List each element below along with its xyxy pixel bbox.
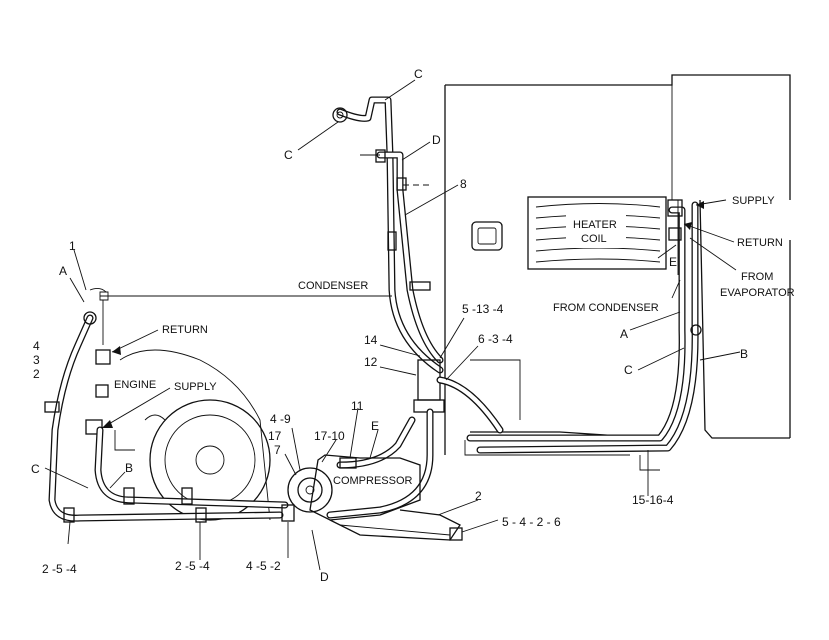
callout-17: 17 [268, 429, 282, 443]
upper-hoses [332, 96, 444, 374]
callout-5-13-4: 5 -13 -4 [462, 302, 504, 316]
callout-a-left: A [59, 264, 67, 278]
flow-arrows [102, 201, 704, 428]
callout-14: 14 [364, 333, 378, 347]
from-evaporator-label-line1: FROM [741, 271, 773, 283]
callout-3: 3 [33, 353, 40, 367]
cab-outline [444, 74, 791, 471]
callout-4-5-2: 4 -5 -2 [246, 559, 281, 573]
callout-4-9: 4 -9 [270, 412, 291, 426]
condenser-label: CONDENSER [298, 280, 368, 292]
callout-c-upper-left: C [284, 148, 293, 162]
callout-e-mid: E [371, 419, 379, 433]
arrow-supply-right-icon [696, 201, 704, 209]
callout-7: 7 [274, 443, 281, 457]
callout-6-3-4: 6 -3 -4 [478, 332, 513, 346]
compressor-assembly [287, 359, 504, 541]
callout-8: 8 [460, 177, 467, 191]
supply-left-label: SUPPLY [174, 381, 217, 393]
text-labels: CONDENSER RETURN ENGINE SUPPLY COMPRESSO… [114, 195, 795, 487]
callout-11: 11 [351, 399, 364, 413]
callout-d-top: D [432, 133, 441, 147]
callout-b-right: B [740, 347, 748, 361]
callout-c-left: C [31, 462, 40, 476]
return-right-label: RETURN [737, 237, 783, 249]
heater-coil-label-line2: COIL [581, 233, 607, 245]
callout-d-bottom: D [320, 570, 329, 584]
supply-right-label: SUPPLY [732, 195, 775, 207]
engine-label: ENGINE [114, 379, 156, 391]
callout-12: 12 [364, 355, 378, 369]
callout-c-top: C [414, 67, 423, 81]
arrow-supply-left-icon [102, 420, 113, 428]
return-left-label: RETURN [162, 324, 208, 336]
callout-15-16-4: 15-16-4 [632, 493, 674, 507]
callout-17-10: 17-10 [314, 429, 345, 443]
callout-2-left: 2 [33, 367, 40, 381]
callout-2-5-4-mid: 2 -5 -4 [175, 559, 210, 573]
arrow-return-right-icon [684, 222, 692, 230]
leader-lines [44, 79, 741, 571]
callout-1: 1 [69, 239, 76, 253]
right-hoses [466, 199, 702, 454]
condenser-line [89, 287, 392, 301]
callout-a-right: A [620, 327, 628, 341]
callout-4: 4 [33, 339, 40, 353]
engine-area [85, 300, 271, 521]
callout-2-5-4-left: 2 -5 -4 [42, 562, 77, 576]
heater-coil: HEATER COIL [527, 196, 667, 270]
from-evaporator-label-line2: EVAPORATOR [720, 287, 795, 299]
compressor-label: COMPRESSOR [333, 475, 413, 487]
callout-2-bottom: 2 [475, 489, 482, 503]
heater-coil-label-line1: HEATER [573, 219, 617, 231]
callout-b-left: B [125, 461, 133, 475]
callout-c-right: C [624, 363, 633, 377]
callout-5-4-2-6: 5 - 4 - 2 - 6 [502, 515, 561, 529]
callouts: C C D 8 1 A 4 3 2 C B 2 -5 -4 2 -5 -4 4 … [31, 67, 748, 584]
arrow-return-left-icon [112, 346, 121, 355]
left-hoses [44, 311, 295, 523]
callout-e-right: E [669, 255, 677, 269]
from-condenser-label: FROM CONDENSER [553, 302, 659, 314]
